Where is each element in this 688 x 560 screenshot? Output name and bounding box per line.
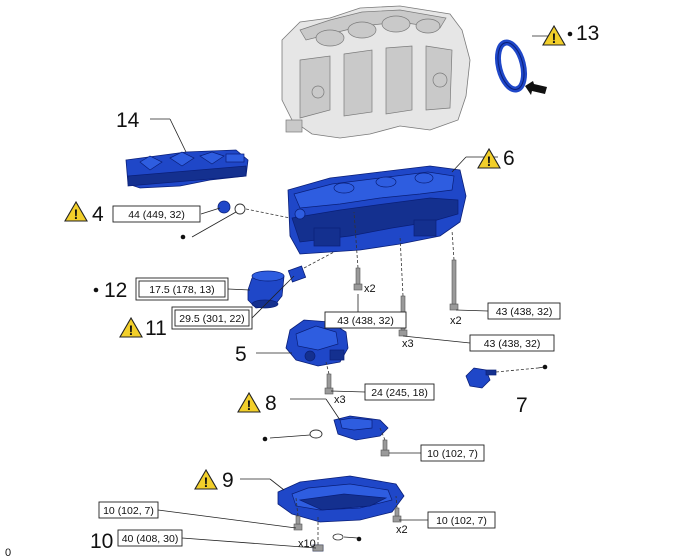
dot-7 xyxy=(542,364,548,370)
torque-spec: 29.5 (301, 22) xyxy=(179,313,244,325)
warning-icon: ! xyxy=(119,316,143,338)
svg-text:!: ! xyxy=(204,474,209,490)
oil-filter-union-part xyxy=(287,251,335,283)
svg-text:!: ! xyxy=(552,30,557,46)
svg-text:!: ! xyxy=(487,153,492,169)
warning-icons: ! ! ! ! ! ! xyxy=(64,24,566,490)
torque-spec: 43 (438, 32) xyxy=(484,338,541,350)
dot-4 xyxy=(180,234,186,240)
torque-spec: 40 (408, 30) xyxy=(122,533,179,545)
callout-12: 12 xyxy=(104,279,127,302)
callout-9: 9 xyxy=(222,469,234,492)
quantity-label: x3 xyxy=(334,394,346,406)
torque-spec: 44 (449, 32) xyxy=(128,209,185,221)
dot-12 xyxy=(93,287,99,293)
dot-13 xyxy=(567,31,573,37)
torque-spec: 17.5 (178, 13) xyxy=(149,284,214,296)
torque-spec: 10 (102, 7) xyxy=(427,448,478,460)
callout-14: 14 xyxy=(116,109,140,132)
dot-8 xyxy=(262,436,268,442)
callout-11: 11 xyxy=(145,317,167,340)
drain-plug-part xyxy=(217,200,291,219)
quantity-label: x3 xyxy=(402,338,414,350)
callout-6: 6 xyxy=(503,147,515,170)
oil-filter-part xyxy=(247,270,285,309)
warning-icon: ! xyxy=(237,391,261,413)
callout-7: 7 xyxy=(516,394,528,417)
callout-10: 10 xyxy=(90,530,113,553)
torque-spec: 43 (438, 32) xyxy=(337,315,394,327)
quantity-label: x10 xyxy=(298,538,316,550)
warning-icon: ! xyxy=(194,468,218,490)
oil-level-sensor-part xyxy=(465,367,539,389)
torque-specs: 44 (449, 32) 17.5 (178, 13) 29.5 (301, 2… xyxy=(98,205,561,547)
precoat-dots xyxy=(93,31,573,542)
oil-strainer-part xyxy=(269,415,389,441)
quantity-label: x2 xyxy=(396,524,408,536)
svg-text:!: ! xyxy=(247,397,252,413)
oil-seal-part xyxy=(494,39,547,95)
quantity-label: x2 xyxy=(364,283,376,295)
install-direction-arrow-icon xyxy=(525,81,547,95)
torque-spec: 10 (102, 7) xyxy=(103,505,154,517)
figure-corner-label: 0 xyxy=(5,547,11,559)
torque-spec: 43 (438, 32) xyxy=(496,306,553,318)
warning-icon: ! xyxy=(477,147,501,169)
engine-block xyxy=(281,5,471,139)
quantity-labels: x2 x3 x2 x3 x10 x2 xyxy=(298,283,462,550)
dot-10 xyxy=(356,536,362,542)
torque-spec: 10 (102, 7) xyxy=(436,515,487,527)
warning-icon: ! xyxy=(64,200,88,222)
oil-pan-upper-part xyxy=(287,165,467,255)
installation-guide-lines xyxy=(295,211,455,545)
svg-text:!: ! xyxy=(129,322,134,338)
oil-pan-lower-part xyxy=(277,475,405,523)
callout-5: 5 xyxy=(235,343,247,366)
leader-lines xyxy=(150,35,560,549)
torque-spec: 24 (245, 18) xyxy=(371,387,428,399)
quantity-label: x2 xyxy=(450,315,462,327)
callout-4: 4 xyxy=(92,203,104,226)
callout-13: 13 xyxy=(576,22,599,45)
warning-icon: ! xyxy=(542,24,566,46)
callout-numbers: 14 13 6 4 12 11 5 7 8 9 10 xyxy=(90,22,599,553)
baffle-plate-part xyxy=(125,149,249,189)
svg-text:!: ! xyxy=(74,206,79,222)
oil-pump-part xyxy=(285,319,349,367)
callout-8: 8 xyxy=(265,392,277,415)
